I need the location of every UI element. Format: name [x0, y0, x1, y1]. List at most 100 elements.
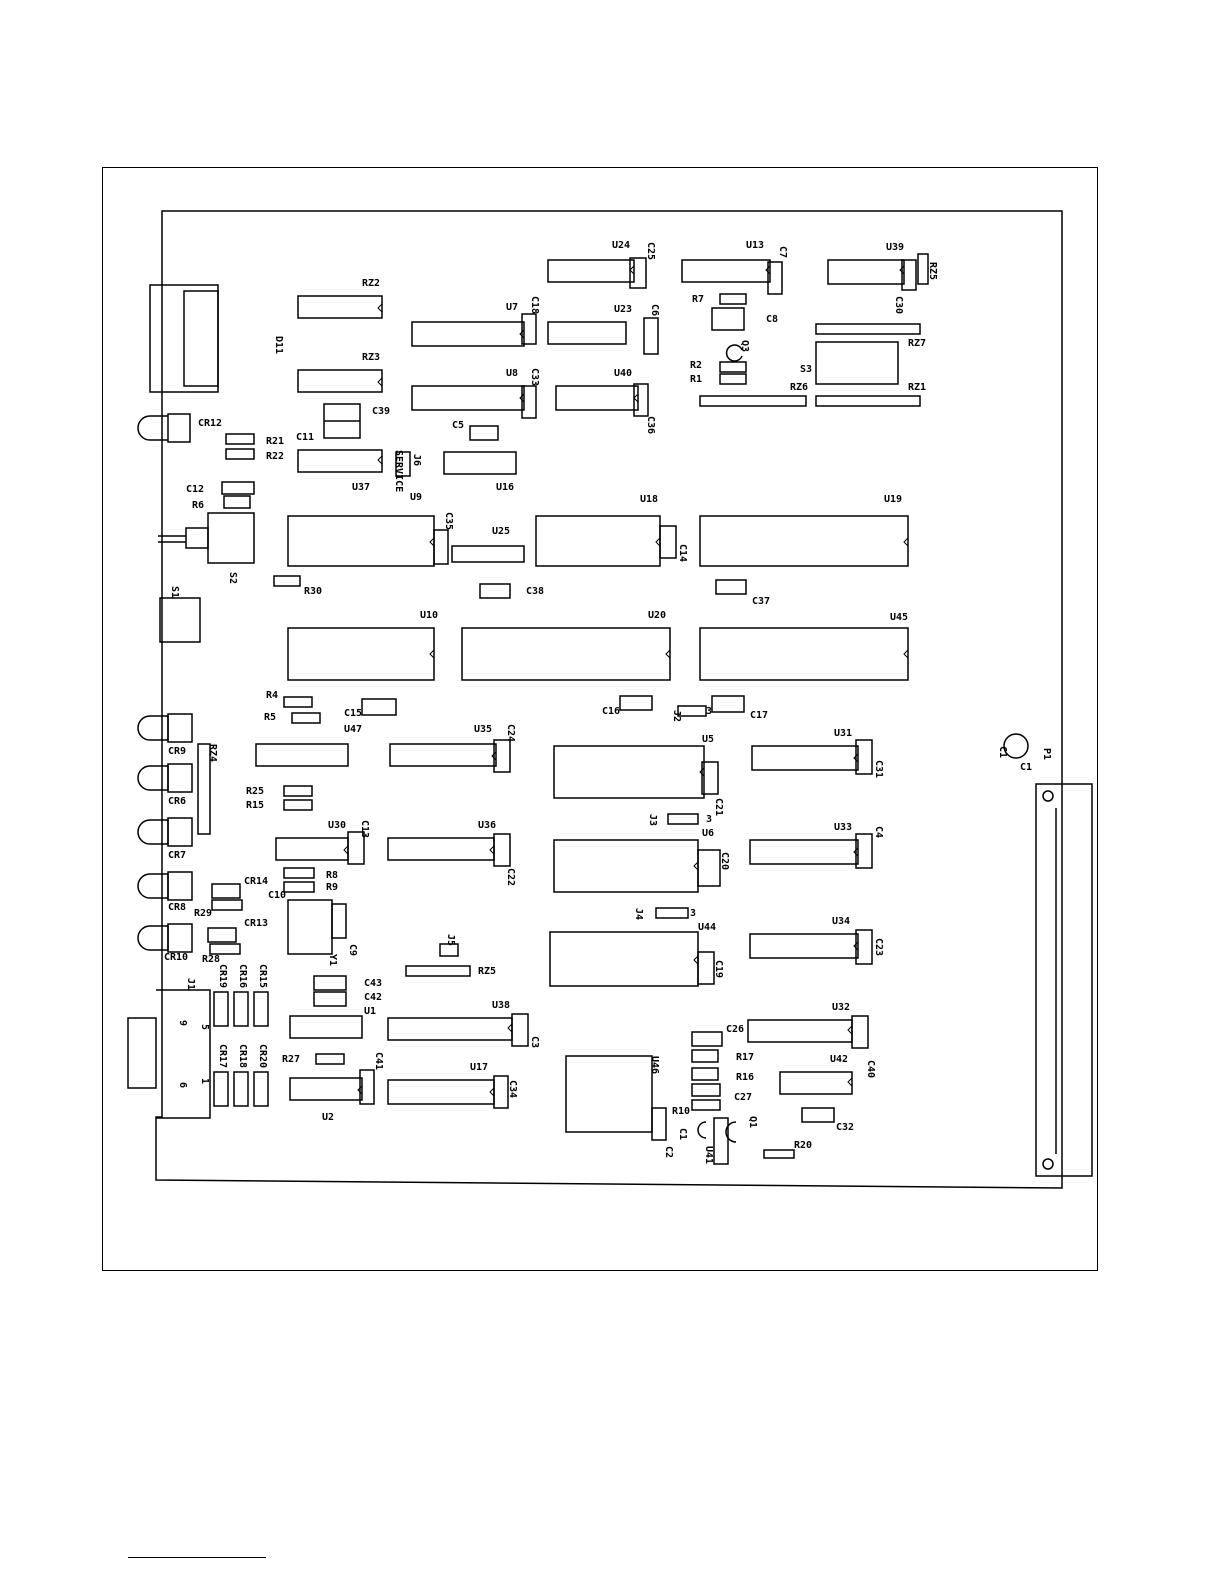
chip-u2: [289, 1077, 363, 1101]
switch-s1: [159, 597, 201, 643]
ref-label-u47: U47: [344, 724, 362, 735]
ref-label-u30: U30: [328, 820, 346, 831]
ref-label-q3: Q3: [739, 340, 750, 352]
ref-label-c42: C42: [364, 992, 382, 1003]
chip-u19: [699, 515, 909, 567]
ref-label-r1: R1: [690, 374, 702, 385]
ref-label-c9: C9: [347, 944, 358, 956]
chip-u13: [681, 259, 771, 283]
ref-label-u34: U34: [832, 916, 850, 927]
resistor-network-rz4: [197, 743, 211, 835]
ref-label-c2: C2: [663, 1146, 674, 1158]
ref-label-cr14: CR14: [244, 876, 268, 887]
rz3: [297, 369, 383, 393]
chip-u9: [287, 515, 435, 567]
ref-label-c6: C6: [649, 304, 660, 316]
ref-label-u37: U37: [352, 482, 370, 493]
chip-u20: [461, 627, 671, 681]
ref-label-rz5b: RZ5: [478, 966, 496, 977]
chip-u47: [255, 743, 349, 767]
ref-label-c14: C14: [677, 544, 688, 562]
ref-label-c31: C31: [873, 760, 884, 778]
ref-label-u9: U9: [410, 492, 422, 503]
ref-label-c26: C26: [726, 1024, 744, 1035]
ref-label-u35: U35: [474, 724, 492, 735]
ref-label-c34: C34: [507, 1080, 518, 1098]
ref-label-r6: R6: [192, 500, 204, 511]
ref-label-c4: C4: [873, 826, 884, 838]
ref-label-u44: U44: [698, 922, 716, 933]
chip-u45: [699, 627, 909, 681]
ref-label-r25: R25: [246, 786, 264, 797]
footer-rule: [128, 1557, 266, 1558]
ref-label-c27: C27: [734, 1092, 752, 1103]
ref-label-u6: U6: [702, 828, 714, 839]
drawing-frame: [102, 167, 1098, 1271]
ref-label-u45: U45: [890, 612, 908, 623]
ref-label-u40: U40: [614, 368, 632, 379]
ref-label-j6: J6: [411, 454, 422, 466]
ref-label-j2n: 3: [706, 706, 712, 717]
ref-label-s2: S2: [227, 572, 238, 584]
ref-label-u10: U10: [420, 610, 438, 621]
ref-label-cr12: CR12: [198, 418, 222, 429]
chip-u34: [749, 933, 859, 959]
ref-label-c24: C24: [505, 724, 516, 742]
ref-label-j1: J1: [185, 978, 196, 990]
ref-label-u32: U32: [832, 1002, 850, 1013]
ref-label-u36: U36: [478, 820, 496, 831]
ref-label-c23: C23: [873, 938, 884, 956]
ref-label-j4n: 3: [690, 908, 696, 919]
ref-label-cr19: CR19: [217, 964, 228, 988]
ref-label-u16: U16: [496, 482, 514, 493]
ref-label-u33: U33: [834, 822, 852, 833]
ref-label-pin6: 6: [177, 1082, 188, 1088]
ref-label-rz1: RZ1: [908, 382, 926, 393]
ref-label-rz3: RZ3: [362, 352, 380, 363]
ref-label-r16: R16: [736, 1072, 754, 1083]
chip-u30: [275, 837, 349, 861]
ref-label-cr9: CR9: [168, 746, 186, 757]
ref-label-c3: C3: [529, 1036, 540, 1048]
ref-label-u25: U25: [492, 526, 510, 537]
chip-u38: [387, 1017, 513, 1041]
chip-u25: [451, 545, 525, 563]
ref-label-p1: P1: [1041, 748, 1052, 760]
ref-label-cr18: CR18: [237, 1044, 248, 1068]
ref-label-u18: U18: [640, 494, 658, 505]
chip-u40: [555, 385, 639, 411]
ref-label-c1: C1: [677, 1128, 688, 1140]
ref-label-c12: C12: [186, 484, 204, 495]
ref-label-c41: C41: [373, 1052, 384, 1070]
ref-label-c30: C30: [893, 296, 904, 314]
chip-u35: [389, 743, 497, 767]
ref-label-c19: C19: [713, 960, 724, 978]
ref-label-r27: R27: [282, 1054, 300, 1065]
ref-label-r4: R4: [266, 690, 278, 701]
ref-label-c25: C25: [645, 242, 656, 260]
chip-u31: [751, 745, 859, 771]
board-outline: [155, 210, 1063, 1189]
chip-u6: [553, 839, 699, 893]
chip-u39: [827, 259, 905, 285]
ref-label-c40: C40: [865, 1060, 876, 1078]
ref-label-r5: R5: [264, 712, 276, 723]
ref-label-u39: U39: [886, 242, 904, 253]
ref-label-c22: C22: [505, 868, 516, 886]
ref-label-r15: R15: [246, 800, 264, 811]
ref-label-c35: C35: [443, 512, 454, 530]
chip-u10: [287, 627, 435, 681]
ref-label-u19: U19: [884, 494, 902, 505]
chip-u24: [547, 259, 635, 283]
chip-u1: [289, 1015, 363, 1039]
ref-label-r28: R28: [202, 954, 220, 965]
ref-label-r21: R21: [266, 436, 284, 447]
ref-label-d11: D11: [273, 336, 284, 354]
connector-p1: [1035, 783, 1093, 1177]
ref-label-service: SERVICE: [393, 450, 404, 492]
ref-label-j3n: 3: [706, 814, 712, 825]
ref-label-r10: R10: [672, 1106, 690, 1117]
ref-label-pin9: 9: [177, 1020, 188, 1026]
ref-label-c36: C36: [645, 416, 656, 434]
